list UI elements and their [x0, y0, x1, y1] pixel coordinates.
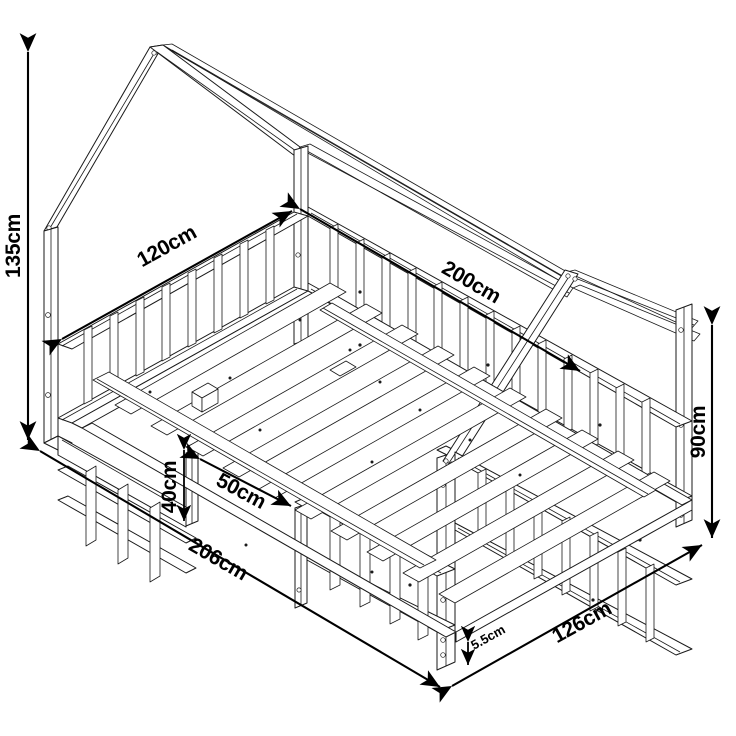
dimension-40cm-label: 40cm	[158, 461, 181, 514]
dimension-126cm-label: 126cm	[548, 597, 615, 648]
roof-right-rafter-front	[149, 44, 301, 157]
head-post-left	[43, 226, 59, 444]
dimension-120cm-label: 120cm	[133, 221, 200, 272]
dimension-90cm: 90cm	[687, 306, 721, 538]
roof-left-rafter	[43, 44, 164, 232]
dimension-135cm: 135cm	[2, 33, 37, 440]
roof-rear-eave-beam	[299, 143, 574, 298]
bed-frame-illustration	[43, 43, 701, 671]
dimension-40cm: 40cm	[158, 433, 192, 521]
dimension-206cm-label: 206cm	[185, 533, 252, 585]
dimension-135cm-label: 135cm	[2, 214, 25, 278]
dimension-90cm-label: 90cm	[687, 406, 710, 459]
